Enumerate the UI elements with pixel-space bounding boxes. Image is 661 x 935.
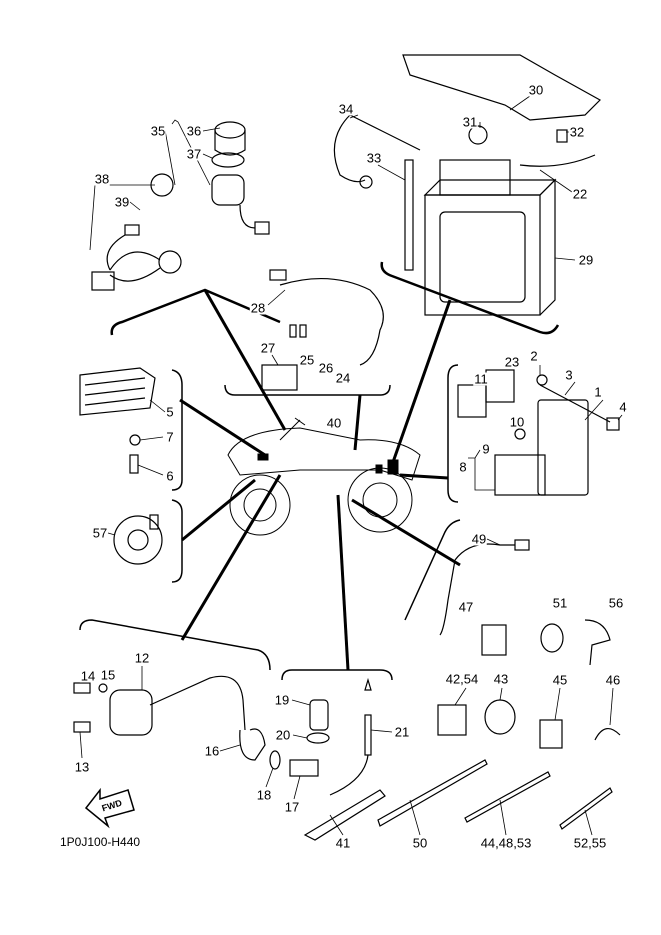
- part-label-3: 3: [564, 367, 574, 383]
- part-label-30: 30: [527, 82, 545, 98]
- part-label-34: 34: [337, 101, 355, 117]
- part-label-31: 31: [461, 114, 479, 130]
- part-label-29: 29: [577, 252, 595, 268]
- bracket-horn-group: [171, 499, 183, 583]
- part-label-28: 28: [249, 300, 267, 316]
- part-label-15: 15: [99, 667, 117, 683]
- part-label-56: 56: [607, 595, 625, 611]
- sensor-17: [289, 759, 319, 777]
- part-label-42-54: 42,54: [444, 671, 480, 687]
- clip-41: [303, 789, 386, 841]
- battery-cable-34: [333, 114, 421, 183]
- part-label-1: 1: [593, 384, 603, 400]
- part-label-44-48-53: 44,48,53: [479, 835, 533, 851]
- relay-11: [457, 384, 487, 418]
- bracket-sensor-group: [281, 669, 393, 681]
- part-label-24: 24: [334, 370, 352, 386]
- part-label-7: 7: [165, 429, 175, 445]
- horn-57: [113, 514, 163, 565]
- leader-lines: [79, 95, 623, 836]
- fuse-box-8: [494, 454, 546, 496]
- bracket-relay-group: [224, 384, 391, 396]
- main-switch-35: [211, 121, 270, 235]
- part-label-37: 37: [185, 146, 203, 162]
- part-label-38: 38: [93, 171, 111, 187]
- part-label-46: 46: [604, 672, 622, 688]
- bracket-switch49-group: [404, 519, 461, 621]
- battery: [423, 159, 557, 316]
- part-label-26: 26: [317, 360, 335, 376]
- part-label-16: 16: [203, 743, 221, 759]
- part-label-23: 23: [503, 354, 521, 370]
- neutral-switch-49: [439, 543, 515, 636]
- atv-vehicle: [227, 417, 421, 536]
- part-label-52-55: 52,55: [572, 835, 608, 851]
- part-label-13: 13: [73, 759, 91, 775]
- bracket-switch-group: [110, 288, 281, 336]
- gasket-20: [306, 732, 330, 744]
- part-label-32: 32: [568, 124, 586, 140]
- part-label-20: 20: [274, 727, 292, 743]
- relay-23: [485, 369, 515, 403]
- part-label-22: 22: [571, 186, 589, 202]
- part-label-2: 2: [529, 348, 539, 364]
- washer-18: [269, 750, 281, 770]
- bracket-battery-group: [380, 261, 560, 335]
- rectifier-regulator-5: [79, 367, 156, 474]
- sensor-19: [309, 699, 329, 731]
- cable-22: [519, 154, 596, 167]
- part-label-50: 50: [411, 835, 429, 851]
- part-label-36: 36: [185, 123, 203, 139]
- part-label-6: 6: [165, 468, 175, 484]
- part-label-18: 18: [255, 787, 273, 803]
- bracket-rectifier-group: [171, 369, 183, 491]
- part-label-11: 11: [473, 371, 489, 387]
- drawing-code: 1P0J100-H440: [60, 835, 141, 849]
- part-label-19: 19: [273, 692, 291, 708]
- part-label-45: 45: [551, 672, 569, 688]
- part-label-41: 41: [334, 835, 352, 851]
- relay-27: [261, 364, 298, 391]
- part-label-5: 5: [165, 404, 175, 420]
- part-label-57: 57: [91, 525, 109, 541]
- group-brackets: [79, 261, 560, 681]
- part-label-39: 39: [113, 194, 131, 210]
- bracket-ignition-group: [79, 619, 271, 671]
- part-label-12: 12: [133, 650, 151, 666]
- ignition-coil-12: [73, 675, 266, 761]
- part-label-14: 14: [79, 668, 97, 684]
- clamps: [437, 619, 621, 749]
- battery-bracket-30: [402, 54, 601, 121]
- part-label-43: 43: [492, 671, 510, 687]
- ecu-group: [457, 369, 620, 496]
- part-label-49: 49: [470, 531, 488, 547]
- connector-lines: [179, 289, 461, 671]
- ecu-1: [537, 399, 589, 496]
- lead-28: [279, 278, 384, 366]
- cable-ties: [377, 759, 613, 830]
- part-label-27: 27: [259, 340, 277, 356]
- fwd-arrow-icon: [84, 787, 135, 829]
- part-label-51: 51: [551, 595, 569, 611]
- breather-tube-33: [404, 159, 414, 271]
- part-label-21: 21: [393, 724, 411, 740]
- part-label-17: 17: [283, 799, 301, 815]
- part-label-4: 4: [618, 399, 628, 415]
- part-label-10: 10: [508, 414, 526, 430]
- bracket-ecu-group: [447, 364, 459, 503]
- part-label-47: 47: [457, 599, 475, 615]
- switch-38: [91, 173, 182, 291]
- part-label-25: 25: [298, 352, 316, 368]
- part-label-40: 40: [325, 415, 343, 431]
- part-label-33: 33: [365, 150, 383, 166]
- part-label-9: 9: [481, 441, 491, 457]
- part-label-8: 8: [458, 459, 468, 475]
- part-label-35: 35: [149, 123, 167, 139]
